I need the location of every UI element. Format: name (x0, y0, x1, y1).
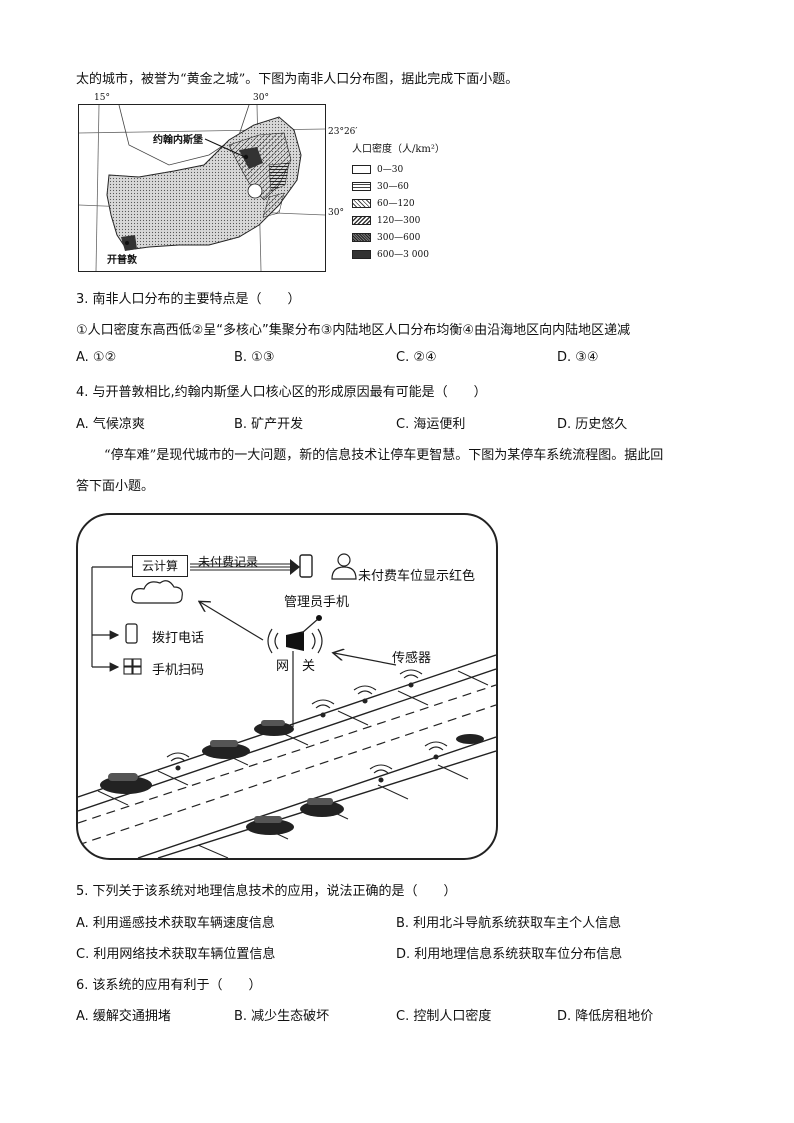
q6-option-c[interactable]: C. 控制人口密度 (396, 1009, 492, 1024)
q4-option-b[interactable]: B. 矿产开发 (234, 417, 304, 432)
car-icon (202, 740, 250, 759)
q3-option-a[interactable]: A. ①② (76, 350, 117, 365)
parking-system-flowchart: 云计算 未付费记录 未付费车位显示红色 管理员手机 拨打电话 手机扫码 网 关 … (76, 513, 498, 860)
q3-statements: ①人口密度东高西低②呈“多核心”集聚分布③内陆地区人口分布均衡④由沿海地区向内陆… (76, 323, 631, 338)
sensor-icon (369, 741, 448, 783)
admin-phone-label: 管理员手机 (284, 595, 350, 610)
legend-swatch (352, 165, 371, 174)
legend-label: 300—600 (377, 232, 421, 243)
q5-option-d[interactable]: D. 利用地理信息系统获取车位分布信息 (396, 947, 623, 962)
legend-item: 300—600 (352, 229, 445, 246)
south-africa-population-map: 约翰内斯堡 开普敦 (78, 104, 326, 272)
q5-stem: 5. 下列关于该系统对地理信息技术的应用，说法正确的是（ ） (76, 884, 457, 899)
q6-option-d[interactable]: D. 降低房租地价 (557, 1009, 654, 1024)
q5-option-c[interactable]: C. 利用网络技术获取车辆位置信息 (76, 947, 276, 962)
map-tropic-label: 23°26′ (328, 127, 358, 137)
legend-label: 120—300 (377, 215, 421, 226)
map-graphic (79, 105, 325, 271)
q3-option-c[interactable]: C. ②④ (396, 350, 437, 365)
q3-option-d[interactable]: D. ③④ (557, 350, 599, 365)
legend-label: 600—3 000 (377, 249, 429, 260)
q4-stem: 4. 与开普敦相比,约翰内斯堡人口核心区的形成原因最有可能是（ ） (76, 385, 487, 400)
legend-swatch (352, 250, 371, 259)
intro-text: 太的城市，被誉为“黄金之城”。下图为南非人口分布图，据此完成下面小题。 (76, 72, 519, 87)
legend-swatch (352, 233, 371, 242)
q5-option-a[interactable]: A. 利用遥感技术获取车辆速度信息 (76, 916, 275, 931)
cloud-icon (131, 580, 183, 604)
q6-option-a[interactable]: A. 缓解交通拥堵 (76, 1009, 171, 1024)
map-lon-15-label: 15° (94, 93, 110, 103)
unpaid-record-label: 未付费记录 (198, 555, 259, 569)
phone-call-icon (125, 623, 138, 644)
q3-option-b[interactable]: B. ①③ (234, 350, 275, 365)
qr-code-icon (123, 658, 133, 667)
q6-stem: 6. 该系统的应用有利于（ ） (76, 978, 262, 993)
gateway-label: 网 关 (276, 659, 316, 674)
cloud-computing-box: 云计算 (132, 555, 188, 577)
map-lat-30-label: 30° (328, 208, 344, 218)
map-lon-30-label: 30° (253, 93, 269, 103)
car-icon (456, 734, 484, 744)
intro2-line1: “停车难”是现代城市的一大问题，新的信息技术让停车更智慧。下图为某停车系统流程图… (104, 448, 664, 463)
sensor-label: 传感器 (392, 651, 432, 666)
legend-item: 30—60 (352, 178, 445, 195)
car-icon (100, 773, 152, 794)
legend-label: 0—30 (377, 164, 404, 175)
legend-swatch (352, 182, 371, 191)
legend-item: 600—3 000 (352, 246, 445, 263)
call-label: 拨打电话 (152, 631, 205, 646)
q4-option-d[interactable]: D. 历史悠久 (557, 417, 628, 432)
car-icon (246, 816, 294, 835)
legend-label: 60—120 (377, 198, 415, 209)
sensor-icon (166, 669, 423, 771)
legend-item: 0—30 (352, 161, 445, 178)
person-icon (337, 553, 351, 567)
car-icon (300, 798, 344, 817)
car-icon (254, 720, 294, 736)
q4-option-a[interactable]: A. 气候凉爽 (76, 417, 145, 432)
legend-swatch (352, 216, 371, 225)
legend-label: 30—60 (377, 181, 409, 192)
intro2-line2: 答下面小题。 (76, 479, 155, 494)
q6-option-b[interactable]: B. 减少生态破坏 (234, 1009, 330, 1024)
johannesburg-label: 约翰内斯堡 (153, 135, 203, 146)
cape-town-label: 开普敦 (107, 255, 137, 266)
legend-swatch (352, 199, 371, 208)
red-display-label: 未付费车位显示红色 (358, 569, 476, 584)
legend-item: 60—120 (352, 195, 445, 212)
flowchart-graphic (78, 553, 496, 858)
phone-icon (299, 554, 313, 578)
q5-option-b[interactable]: B. 利用北斗导航系统获取车主个人信息 (396, 916, 622, 931)
gateway-icon (286, 631, 304, 651)
q3-stem: 3. 南非人口分布的主要特点是（ ） (76, 292, 301, 307)
q4-option-c[interactable]: C. 海运便利 (396, 417, 466, 432)
legend-item: 120—300 (352, 212, 445, 229)
map-legend: 人口密度（人/km²） 0—30 30—60 60—120 120—300 30… (352, 140, 445, 263)
scan-label: 手机扫码 (152, 663, 205, 678)
legend-title: 人口密度（人/km²） (352, 144, 445, 155)
